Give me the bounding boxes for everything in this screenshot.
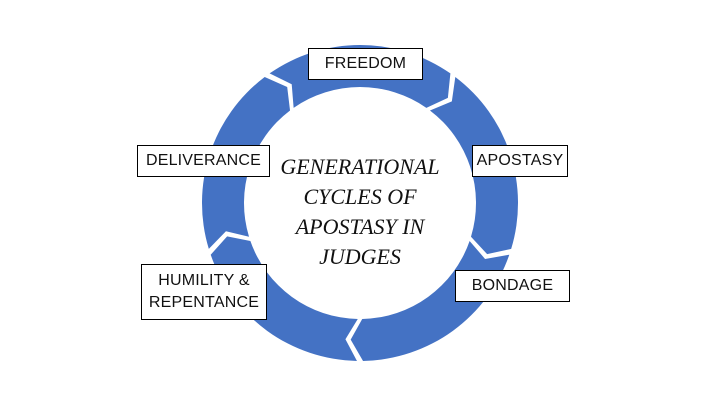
stage-label-line: HUMILITY & [158, 272, 250, 289]
stage-label: BONDAGE [471, 277, 554, 294]
stage-deliverance: DELIVERANCE [137, 145, 270, 177]
stage-apostasy: APOSTASY [472, 145, 568, 177]
title-line: APOSTASY IN [295, 214, 425, 239]
stage-label-line: REPENTANCE [148, 294, 260, 311]
stage-label: DELIVERANCE [145, 152, 262, 169]
title-line: JUDGES [319, 244, 401, 269]
title-line: GENERATIONAL [280, 154, 440, 179]
stage-freedom: FREEDOM [308, 48, 423, 80]
stage-bondage: BONDAGE [455, 270, 570, 302]
center-title: GENERATIONAL CYCLES OF APOSTASY IN JUDGE… [270, 152, 450, 272]
stage-label: APOSTASY [476, 152, 564, 169]
stage-humility-repentance: HUMILITY & REPENTANCE [141, 264, 267, 320]
title-line: CYCLES OF [303, 184, 417, 209]
stage-label: FREEDOM [324, 55, 407, 72]
